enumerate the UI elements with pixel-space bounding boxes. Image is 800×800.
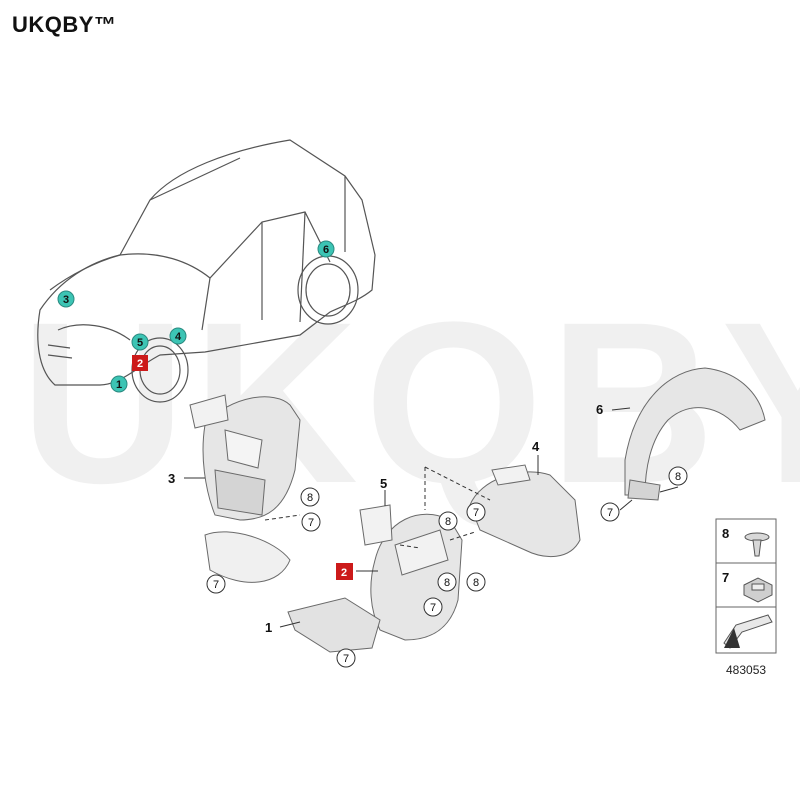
- fastener-callout-8: 8: [466, 572, 486, 592]
- fastener-callout-7: 7: [423, 597, 443, 617]
- fastener-callout-8: 8: [300, 487, 320, 507]
- fastener-callout-7: 7: [600, 502, 620, 522]
- part-label-2-box: [336, 563, 353, 580]
- svg-text:2: 2: [137, 358, 143, 370]
- part-6-liner: [624, 367, 766, 501]
- svg-text:6: 6: [323, 244, 329, 256]
- nut-clip-icon: [743, 577, 773, 603]
- svg-text:7: 7: [308, 517, 314, 529]
- svg-text:1: 1: [116, 379, 122, 391]
- car-markers: 3 5 4 2 1 6: [57, 240, 335, 393]
- push-clip-icon: [744, 532, 770, 557]
- svg-text:7: 7: [607, 507, 613, 519]
- svg-text:7: 7: [430, 602, 436, 614]
- fastener-callout-8: 8: [668, 466, 688, 486]
- fastener-callout-7: 7: [336, 648, 356, 668]
- legend-label-8: 8: [722, 526, 729, 541]
- svg-text:5: 5: [137, 337, 143, 349]
- car-marker-1: 1: [110, 375, 128, 393]
- car-marker-3: 3: [57, 290, 75, 308]
- svg-text:7: 7: [213, 579, 219, 591]
- car-marker-6: 6: [317, 240, 335, 258]
- assembly-lines: [264, 466, 491, 549]
- svg-text:8: 8: [675, 471, 681, 483]
- part-label-6: 6: [596, 402, 603, 417]
- svg-text:8: 8: [307, 492, 313, 504]
- svg-text:8: 8: [444, 577, 450, 589]
- part-1-panel: [287, 597, 381, 653]
- fastener-callout-7: 7: [206, 574, 226, 594]
- fastener-callout-7: 7: [301, 512, 321, 532]
- car-marker-5: 5: [131, 333, 149, 351]
- svg-text:8: 8: [445, 516, 451, 528]
- part-label-4: 4: [532, 439, 540, 454]
- legend-label-7: 7: [722, 570, 729, 585]
- car-outline: [37, 139, 376, 403]
- legend-box: 8 7: [715, 518, 777, 654]
- svg-text:3: 3: [63, 294, 69, 306]
- svg-text:4: 4: [175, 331, 182, 343]
- svg-text:7: 7: [343, 653, 349, 665]
- part-label-3: 3: [168, 471, 175, 486]
- fastener-callouts: 8 7 7 8 7 8 8 7 7 8 7: [206, 466, 688, 668]
- reference-code: 483053: [726, 663, 767, 677]
- part-label-5: 5: [380, 476, 387, 491]
- brand-title: UKQBY™: [12, 12, 117, 37]
- arrow-symbol-icon: [723, 614, 773, 649]
- car-marker-2: 2: [132, 355, 148, 371]
- svg-text:7: 7: [473, 507, 479, 519]
- part-label-2: 2: [341, 567, 347, 579]
- part-4-liner: [469, 464, 581, 558]
- car-marker-4: 4: [169, 327, 187, 345]
- part-3-liner: [189, 394, 301, 583]
- leader-lines: [184, 407, 679, 628]
- fastener-callout-8: 8: [437, 572, 457, 592]
- part-label-1: 1: [265, 620, 272, 635]
- fastener-callout-8: 8: [438, 511, 458, 531]
- svg-text:8: 8: [473, 577, 479, 589]
- fastener-callout-7: 7: [466, 502, 486, 522]
